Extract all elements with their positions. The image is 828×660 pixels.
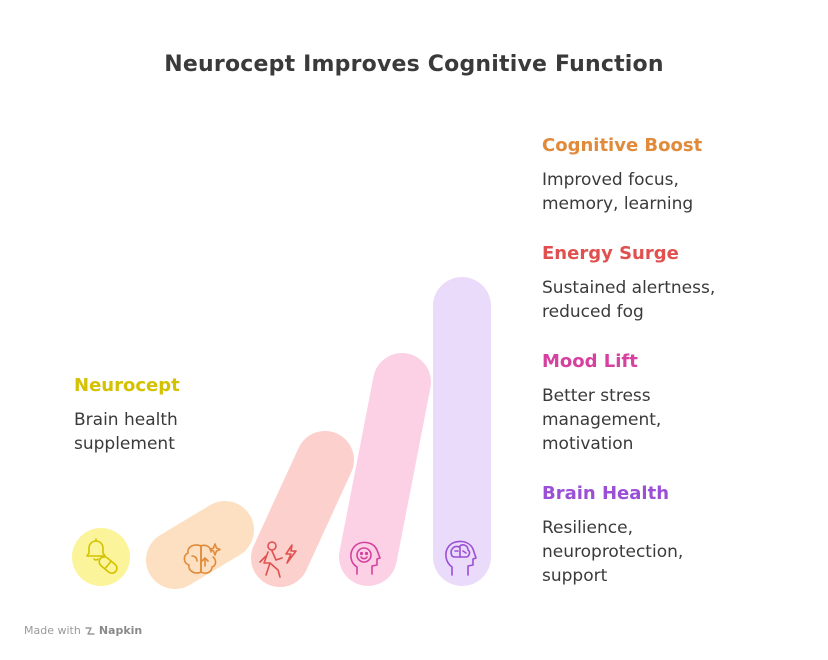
label-brain-health-desc: Resilience, neuroprotection, support [542, 516, 683, 588]
label-mood-lift-desc-line: management, [542, 410, 662, 430]
footer-watermark: Made with Napkin [24, 624, 142, 637]
label-cognitive-boost-desc-line: memory, learning [542, 194, 694, 214]
stage-energy-shape [251, 431, 354, 587]
label-brain-health-desc-line: support [542, 566, 608, 586]
label-energy-surge-desc: Sustained alertness, reduced fog [542, 276, 715, 324]
label-mood-lift: Mood Lift Better stress management, moti… [542, 350, 661, 456]
label-neurocept-desc-line: supplement [74, 434, 175, 454]
label-cognitive-boost-desc: Improved focus, memory, learning [542, 168, 702, 216]
label-energy-surge-desc-line: Sustained alertness, [542, 278, 716, 298]
label-brain-health-title: Brain Health [542, 483, 670, 504]
label-mood-lift-desc: Better stress management, motivation [542, 384, 661, 456]
footer-made-with: Made with [24, 624, 81, 637]
label-brain-health-desc-line: neuroprotection, [542, 542, 684, 562]
label-mood-lift-title: Mood Lift [542, 351, 638, 372]
label-neurocept-desc: Brain health supplement [74, 408, 180, 456]
label-energy-surge-title: Energy Surge [542, 243, 679, 264]
napkin-logo-icon [85, 626, 95, 635]
stage-mood-shape [339, 353, 431, 586]
label-neurocept: Neurocept Brain health supplement [74, 374, 180, 456]
label-mood-lift-desc-line: Better stress [542, 386, 651, 406]
label-mood-lift-desc-line: motivation [542, 434, 634, 454]
brain-head-icon [445, 540, 477, 576]
footer-brand: Napkin [98, 624, 143, 637]
page-title: Neurocept Improves Cognitive Function [164, 52, 664, 77]
label-brain-health: Brain Health Resilience, neuroprotection… [542, 482, 683, 588]
label-brain-health-desc-line: Resilience, [542, 518, 633, 538]
label-energy-surge: Energy Surge Sustained alertness, reduce… [542, 242, 715, 324]
label-energy-surge-desc-line: reduced fog [542, 302, 644, 322]
smiling-head-icon [350, 541, 381, 575]
label-neurocept-desc-line: Brain health [74, 410, 178, 430]
label-cognitive-boost: Cognitive Boost Improved focus, memory, … [542, 134, 702, 216]
label-cognitive-boost-title: Cognitive Boost [542, 135, 703, 156]
brain-icon [183, 543, 221, 574]
label-neurocept-title: Neurocept [74, 375, 180, 396]
pill-bell-icon [86, 538, 118, 575]
label-cognitive-boost-desc-line: Improved focus, [542, 170, 679, 190]
energetic-person-icon [259, 541, 297, 578]
